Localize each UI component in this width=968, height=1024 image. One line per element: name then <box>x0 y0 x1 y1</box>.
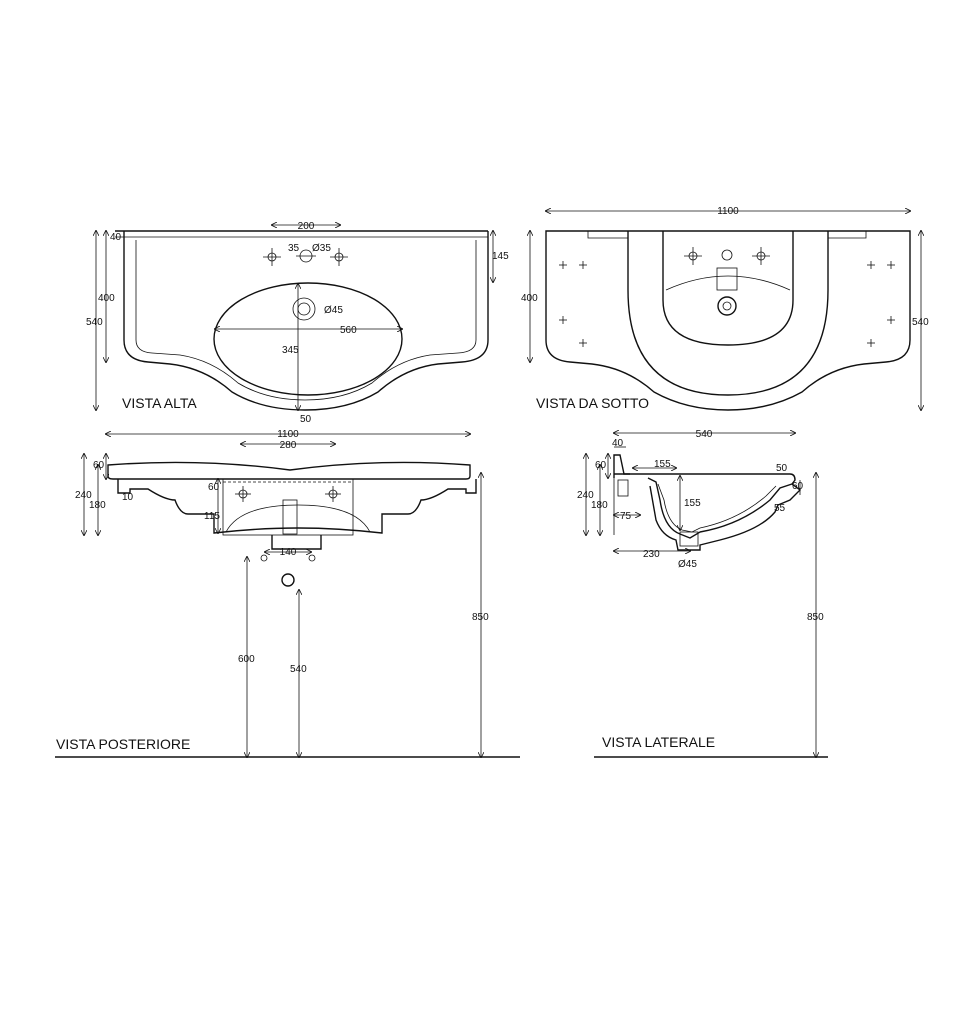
top-dim-145: 145 <box>492 251 509 262</box>
rear-dim-10: 10 <box>122 492 134 503</box>
bottom-view: 1100 400 540 VISTA DA SOTTO <box>521 206 929 411</box>
side-dim-dia45: Ø45 <box>678 559 697 570</box>
rear-dim-850: 850 <box>472 612 489 623</box>
side-dim-230: 230 <box>643 549 660 560</box>
rear-dim-60a: 60 <box>93 460 105 471</box>
bottom-view-title: VISTA DA SOTTO <box>536 395 649 411</box>
top-dim-dia45: Ø45 <box>324 305 343 316</box>
top-dim-345: 345 <box>282 345 299 356</box>
top-dim-dia35: Ø35 <box>312 243 331 254</box>
rear-view-title: VISTA POSTERIORE <box>56 736 190 752</box>
bottom-dim-400: 400 <box>521 293 538 304</box>
top-dim-560: 560 <box>340 325 357 336</box>
side-view-title: VISTA LATERALE <box>602 734 715 750</box>
side-dim-60b: 60 <box>792 481 804 492</box>
top-dim-35: 35 <box>288 243 300 254</box>
rear-dim-240: 240 <box>75 490 92 501</box>
side-dim-540: 540 <box>696 429 713 440</box>
side-dim-55: 55 <box>774 503 786 514</box>
bottom-dim-540: 540 <box>912 317 929 328</box>
rear-dim-540: 540 <box>290 664 307 675</box>
rear-dim-115: 115 <box>204 511 220 522</box>
bottom-dim-1100: 1100 <box>717 206 739 217</box>
side-dim-50: 50 <box>776 463 788 474</box>
top-dim-50: 50 <box>300 414 312 425</box>
rear-dim-280: 280 <box>280 440 297 451</box>
top-dim-200: 200 <box>298 221 315 232</box>
rear-dim-60b: 60 <box>208 482 220 493</box>
rear-dim-600: 600 <box>238 654 255 665</box>
rear-view: 1100 280 60 240 180 10 60 115 140 600 54… <box>55 429 520 757</box>
top-view: 200 40 35 Ø35 145 400 540 Ø45 560 345 50… <box>86 221 509 425</box>
side-dim-180: 180 <box>591 500 608 511</box>
rear-dim-180: 180 <box>89 500 106 511</box>
rear-dim-140: 140 <box>280 547 297 558</box>
top-dim-40: 40 <box>110 232 122 243</box>
side-view: 540 40 60 155 50 60 240 180 155 75 55 23… <box>577 429 828 757</box>
rear-dim-1100: 1100 <box>277 429 299 440</box>
top-view-title: VISTA ALTA <box>122 395 197 411</box>
side-dim-850: 850 <box>807 612 824 623</box>
side-dim-60a: 60 <box>595 460 607 471</box>
top-dim-540: 540 <box>86 317 103 328</box>
side-dim-155a: 155 <box>654 459 671 470</box>
side-dim-75: 75 <box>620 511 632 522</box>
side-dim-40: 40 <box>612 438 624 449</box>
side-dim-155b: 155 <box>684 498 701 509</box>
top-dim-400: 400 <box>98 293 115 304</box>
side-dim-240: 240 <box>577 490 594 501</box>
